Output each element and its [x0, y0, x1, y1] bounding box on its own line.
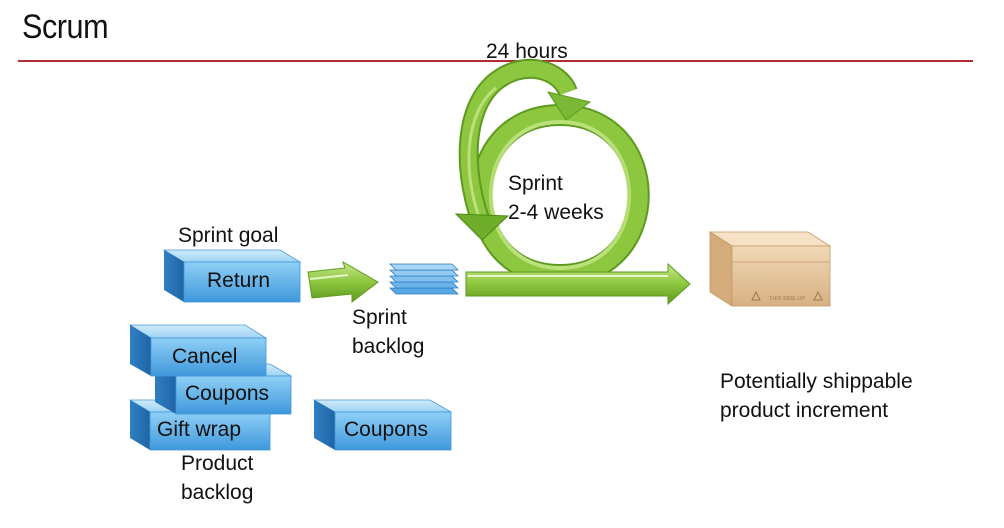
daily-loop-arrow	[454, 58, 592, 241]
sprint-backlog-label-line2: backlog	[352, 335, 425, 358]
product-backlog-box-cancel	[128, 324, 268, 377]
carton-icon: THIS SIDE UP	[708, 231, 832, 307]
sprint-goal-item: Return	[207, 269, 271, 292]
product-backlog-label-line1: Product	[181, 452, 254, 475]
sprint-backlog-stack	[389, 263, 459, 295]
increment-label-line2: product increment	[720, 399, 889, 422]
slide-title: Scrum	[22, 8, 109, 46]
extra-coupons-box	[312, 399, 453, 451]
carton-stamp: THIS SIDE UP	[769, 296, 805, 302]
backlog-item-cancel: Cancel	[172, 345, 238, 368]
sprint-loop-arrow	[465, 103, 691, 306]
sprint-cycle-label-line2: 2-4 weeks	[508, 201, 604, 224]
title-rule	[18, 60, 973, 62]
daily-cycle-label: 24 hours	[486, 40, 568, 63]
sprint-cycle-label-line1: Sprint	[508, 172, 563, 195]
increment-label-line1: Potentially shippable	[720, 370, 913, 393]
sprint-goal-label: Sprint goal	[178, 224, 279, 247]
sprint-goal-box	[162, 249, 302, 303]
sprint-backlog-label-line1: Sprint	[352, 306, 407, 329]
product-backlog-label-line2: backlog	[181, 481, 254, 504]
extra-item-coupons: Coupons	[344, 418, 429, 441]
small-arrow	[307, 260, 379, 304]
backlog-item-coupons: Coupons	[185, 382, 270, 405]
backlog-item-gift-wrap: Gift wrap	[157, 418, 242, 441]
